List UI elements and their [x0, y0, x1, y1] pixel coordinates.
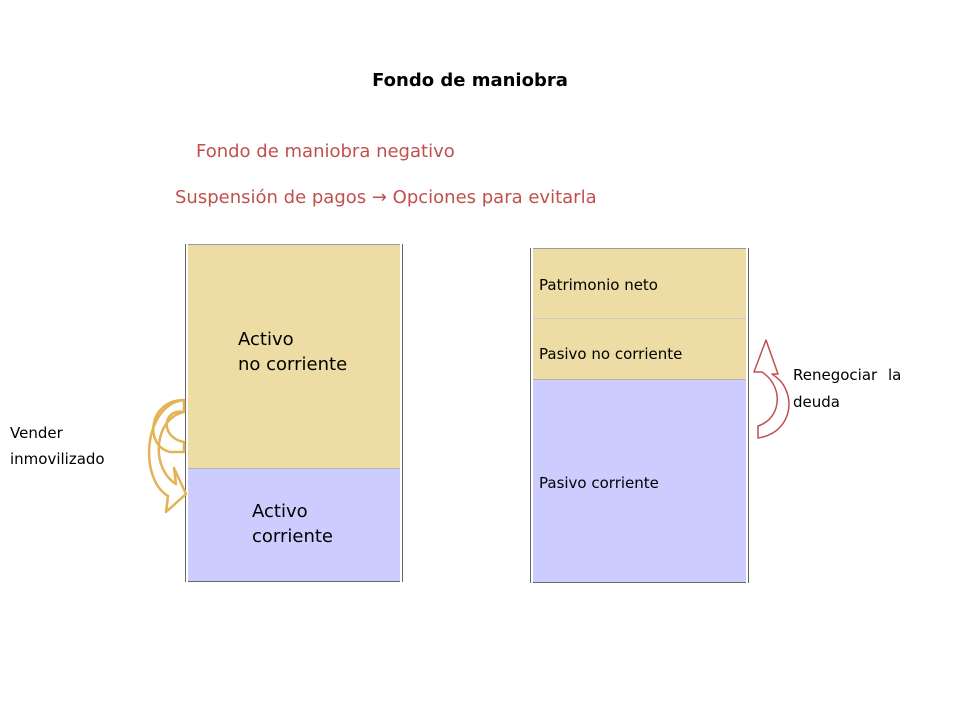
liabilities-column: Patrimonio neto Pasivo no corriente Pasi… [530, 248, 749, 583]
subtitle-negative-working-capital: Fondo de maniobra negativo [196, 141, 455, 162]
non-current-assets-label-line2: no corriente [238, 354, 348, 375]
equity-block: Patrimonio neto [533, 248, 746, 318]
non-current-assets-label-line1: Activo [238, 329, 294, 350]
current-assets-block: Activo corriente [188, 468, 400, 582]
current-assets-label: Activo corriente [252, 499, 333, 549]
sell-assets-curved-arrow-icon [147, 398, 188, 514]
sell-assets-label-line1: Vender [10, 424, 63, 442]
current-assets-label-line1: Activo [252, 501, 308, 522]
non-current-assets-label: Activo no corriente [238, 327, 347, 377]
page-title: Fondo de maniobra [372, 70, 568, 91]
non-current-liabilities-label: Pasivo no corriente [539, 345, 683, 363]
renegotiate-debt-label: Renegociar la deuda [793, 362, 901, 416]
current-liabilities-block: Pasivo corriente [533, 379, 746, 583]
renegotiate-debt-label-line1: Renegociar la [793, 366, 902, 384]
equity-label: Patrimonio neto [539, 276, 658, 294]
current-assets-label-line2: corriente [252, 526, 334, 547]
sell-assets-label: Vender inmovilizado [10, 420, 105, 472]
non-current-assets-block: Activo no corriente [188, 244, 400, 468]
non-current-liabilities-block: Pasivo no corriente [533, 318, 746, 379]
subtitle-suspension-options: Suspensión de pagos → Opciones para evit… [175, 187, 597, 208]
assets-column: Activo no corriente Activo corriente [185, 244, 403, 582]
renegotiate-debt-label-line2: deuda [793, 393, 840, 411]
sell-assets-label-line2: inmovilizado [10, 450, 105, 468]
current-liabilities-label: Pasivo corriente [539, 474, 659, 492]
renegotiate-curved-arrow-icon [753, 339, 790, 439]
